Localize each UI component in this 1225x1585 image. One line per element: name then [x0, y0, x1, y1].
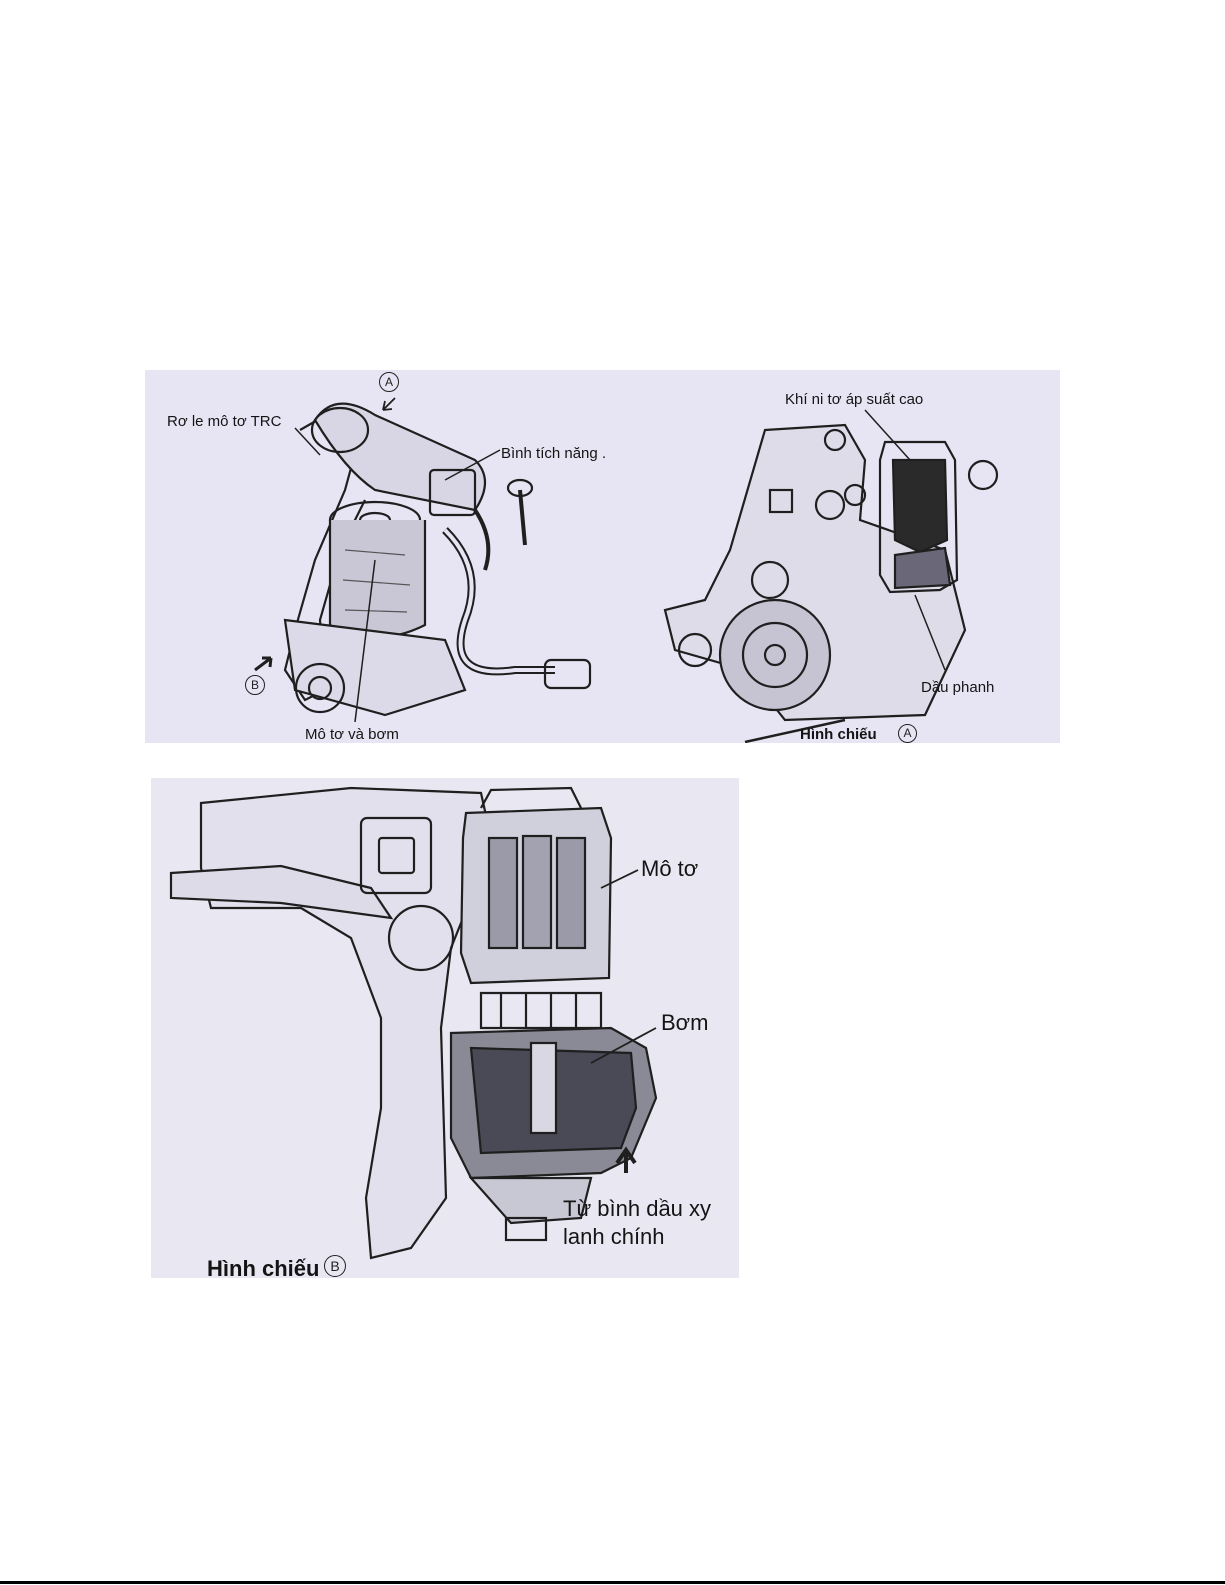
connector-right	[969, 461, 997, 489]
arrow-b	[255, 658, 271, 670]
label-brake-fluid: Dầu phanh	[921, 680, 994, 695]
accumulator-body	[315, 404, 485, 510]
top-figure-panel: Rơ le mô tơ TRC Bình tích năng . Mô tơ v…	[145, 370, 1060, 743]
commutator	[481, 993, 601, 1028]
label-relay: Rơ le mô tơ TRC	[167, 414, 281, 429]
arrow-a	[383, 398, 395, 410]
motor-body	[330, 520, 425, 638]
label-reservoir-line1: Từ bình dầu xy	[563, 1198, 711, 1220]
label-reservoir-line2: lanh chính	[563, 1226, 665, 1248]
label-motor: Mô tơ	[641, 858, 698, 880]
bracket-outline	[201, 788, 491, 1258]
label-nitrogen: Khí ni tơ áp suất cao	[785, 392, 923, 407]
pump-base	[285, 620, 465, 715]
marker-a: A	[379, 372, 399, 392]
armature-1	[489, 838, 517, 948]
bottom-figure-panel: Mô tơ Bơm Từ bình dầu xy lanh chính Hình…	[151, 778, 739, 1278]
label-pump: Bơm	[661, 1012, 708, 1034]
label-accumulator: Bình tích năng .	[501, 446, 606, 461]
label-view-b: Hình chiếu	[207, 1258, 319, 1278]
armature-3	[557, 838, 585, 948]
marker-view-b-label: B	[324, 1255, 346, 1277]
marker-view-a-label: A	[898, 724, 917, 743]
label-view-a: Hình chiếu	[800, 727, 877, 742]
armature-2	[523, 836, 551, 948]
page-bottom-rule	[0, 1581, 1225, 1584]
motor-top	[481, 788, 581, 808]
nitrogen-chamber	[893, 460, 947, 552]
hose-inner	[445, 530, 555, 671]
leader-nitrogen	[865, 410, 910, 460]
marker-b: B	[245, 675, 265, 695]
pump-piston	[531, 1043, 556, 1133]
label-motor-pump: Mô tơ và bơm	[305, 727, 399, 742]
motor-end-large	[720, 600, 830, 710]
brake-fluid-chamber	[895, 548, 950, 588]
pipe	[475, 490, 525, 570]
